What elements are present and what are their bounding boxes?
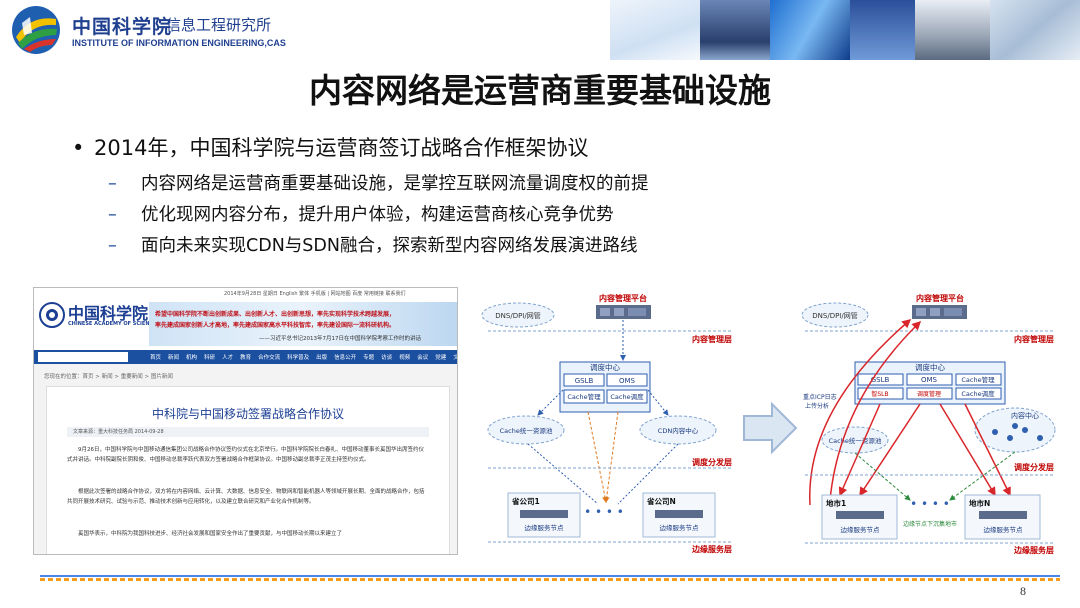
news-search-input[interactable]	[38, 352, 128, 362]
edge-node-label: 边缘服务节点	[841, 525, 881, 534]
log-note-label: 上传分析	[805, 402, 829, 410]
banner-line: 率先建成国家创新人才高地，率先建成国家高水平科技智库，率先建设国际一流科研机构。	[155, 322, 396, 329]
nav-item[interactable]: 会议	[417, 355, 429, 361]
cache-pool-label: Cache统一资源池	[829, 436, 882, 445]
article-paragraph: 奚国华表示，中科院为我国科技进步、经济社会发展和国家安全作出了重要贡献，与中国移…	[78, 531, 343, 537]
sub-bullet-text: 内容网络是运营商重要基础设施，是掌控互联网流量调度权的前提	[141, 174, 649, 194]
content-center-label: 内容中心	[1011, 411, 1039, 420]
transition-arrow-icon	[743, 401, 798, 455]
box-cache-dispatch: Cache调度	[961, 389, 995, 398]
content-platform-label: 内容管理平台	[599, 293, 647, 303]
dns-label: DNS/DPI/网管	[812, 311, 857, 320]
city1-label: 地市1	[826, 498, 846, 508]
edge-note-label: 边缘节点下沉集地市	[903, 520, 957, 528]
nav-item[interactable]: 视频	[399, 355, 411, 361]
news-nav-bar: 首页新闻机构科研人才教育合作交流科学普及出版信息公开专题访谈视频会议党建文化	[34, 350, 457, 364]
ellipsis-dots: • • • •	[584, 505, 624, 519]
dns-label: DNS/DPI/网管	[495, 311, 540, 320]
nav-item[interactable]: 访谈	[381, 355, 393, 361]
sub-bullet: –优化现网内容分布，提升用户体验，构建运营商核心竞争优势	[108, 205, 614, 225]
nav-item[interactable]: 人才	[222, 355, 234, 361]
nav-item[interactable]: 合作交流	[258, 355, 281, 361]
news-webpage-screenshot: 中国科学院 CHINESE ACADEMY OF SCIENCES 2014年9…	[33, 287, 458, 555]
box-gslb: GSLB	[575, 377, 594, 385]
layer-content-label: 内容管理层	[1014, 334, 1054, 344]
provN-label: 省公司N	[646, 496, 676, 506]
log-note-label: 重点ICP日志	[803, 393, 837, 401]
nav-item[interactable]: 信息公开	[334, 355, 357, 361]
banner-line: 希望中国科学院不断出创新成果、出创新人才、出创新思想，率先实现科学技术跨越发展，	[155, 311, 396, 318]
box-oms: OMS	[921, 376, 938, 384]
edge-node-label: 边缘服务节点	[984, 525, 1024, 534]
article-panel: 中科院与中国移动签署战略合作协议 文章来源：重大科技任务局 2014-09-28…	[46, 386, 450, 554]
dispatch-center-box	[559, 361, 651, 413]
content-platform-label: 内容管理平台	[916, 293, 964, 303]
logo-cn-text: 中国科学院	[72, 16, 173, 38]
layer-dispatch-label: 调度分发层	[1014, 462, 1054, 472]
dispatch-center-label: 调度中心	[590, 362, 620, 372]
bullet-main: •2014年，中国科学院与运营商签订战略合作框架协议	[72, 136, 589, 160]
footer-divider	[40, 575, 1060, 581]
news-header: 中国科学院 CHINESE ACADEMY OF SCIENCES 2014年9…	[34, 288, 457, 348]
article-paragraph: 9月26日，中国科学院与中国移动通信集团公司战略合作协议签约仪式在北京举行。中国…	[67, 447, 425, 463]
edge-node-label: 边缘服务节点	[660, 523, 700, 532]
sub-bullet: –面向未来实现CDN与SDN融合，探索新型内容网络发展演进路线	[108, 236, 638, 256]
news-site-cn: 中国科学院	[68, 304, 149, 323]
sub-bullet-text: 优化现网内容分布，提升用户体验，构建运营商核心竞争优势	[141, 205, 614, 225]
cdn-architecture-diagram-left: DNS/DPI/网管 内容管理平台 内容管理层 调度中心 GSLB OMS Ca…	[481, 293, 733, 554]
nav-item[interactable]: 机构	[186, 355, 198, 361]
page-number: 8	[1020, 584, 1026, 598]
cas-seal-icon	[39, 302, 65, 328]
ellipsis-dots: • • • •	[910, 497, 950, 511]
box-cache-mgmt: Cache管理	[567, 392, 601, 401]
nav-item[interactable]: 教育	[240, 355, 252, 361]
box-oms: OMS	[619, 377, 636, 385]
cityN-label: 地市N	[969, 498, 990, 508]
cdn-center-label: CDN内容中心	[658, 426, 699, 435]
box-cache-mgmt: Cache管理	[961, 375, 995, 384]
logo-institute-text: 信息工程研究所	[166, 16, 272, 34]
article-title: 中科院与中国移动签署战略合作协议	[151, 407, 344, 421]
article-meta: 文章来源：重大科技任务局 2014-09-28	[67, 427, 429, 437]
box-smart-slb: 智SLB	[871, 390, 888, 398]
news-site-en: CHINESE ACADEMY OF SCIENCES	[68, 321, 161, 327]
logo-en-text: INSTITUTE OF INFORMATION ENGINEERING,CAS	[72, 38, 286, 48]
nav-item[interactable]: 科研	[204, 355, 216, 361]
layer-dispatch-label: 调度分发层	[692, 457, 732, 467]
cdn-architecture-diagram-right: DNS/DPI/网管 内容管理平台 内容管理层 调度中心 GSLB OMS Ca…	[801, 293, 1056, 555]
breadcrumb[interactable]: 您现在的位置：首页 > 新闻 > 重要新闻 > 图片新闻	[44, 374, 173, 380]
dispatch-center-label: 调度中心	[915, 362, 945, 372]
prov1-label: 省公司1	[511, 496, 540, 506]
nav-item[interactable]: 专题	[363, 355, 375, 361]
cas-emblem-icon	[12, 6, 60, 54]
nav-item[interactable]: 新闻	[168, 355, 180, 361]
nav-item[interactable]: 党建	[435, 355, 447, 361]
nav-item[interactable]: 文化	[453, 353, 457, 361]
bullet-main-text: 2014年，中国科学院与运营商签订战略合作框架协议	[94, 136, 589, 160]
nav-item[interactable]: 首页	[150, 355, 162, 361]
layer-content-label: 内容管理层	[692, 334, 732, 344]
box-gslb: GSLB	[871, 376, 890, 384]
sub-bullet: –内容网络是运营商重要基础设施，是掌控互联网流量调度权的前提	[108, 174, 649, 194]
page-title: 内容网络是运营商重要基础设施	[309, 71, 771, 110]
box-cache-dispatch: Cache调度	[610, 392, 644, 401]
dns-cloud	[481, 302, 555, 328]
layer-edge-label: 边缘服务层	[1013, 545, 1054, 555]
layer-edge-label: 边缘服务层	[691, 544, 732, 554]
cache-pool-label: Cache统一资源池	[500, 426, 553, 435]
header-image-banner	[610, 0, 1080, 60]
article-paragraph: 根据此次签署的战略合作协议，双方将在内容网络、云计算、大数据、信息安全、物联网和…	[67, 489, 425, 505]
nav-item[interactable]: 出版	[316, 355, 328, 361]
sub-bullet-text: 面向未来实现CDN与SDN融合，探索新型内容网络发展演进路线	[141, 236, 638, 256]
slide-header: 中国科学院 信息工程研究所 INSTITUTE OF INFORMATION E…	[0, 0, 1080, 60]
box-dispatch-mgmt: 调度管理	[917, 390, 941, 398]
news-top-links[interactable]: 2014年9月28日 星期日 English 繁体 手机版 | 网站地图 百度 …	[224, 291, 406, 297]
news-banner: 希望中国科学院不断出创新成果、出创新人才、出创新思想，率先实现科学技术跨越发展，…	[149, 302, 457, 346]
banner-credit: ——习近平总书记2013年7月17日在中国科学院考察工作时的讲话	[259, 336, 421, 342]
edge-node-label: 边缘服务节点	[525, 523, 565, 532]
nav-item[interactable]: 科学普及	[287, 355, 310, 361]
